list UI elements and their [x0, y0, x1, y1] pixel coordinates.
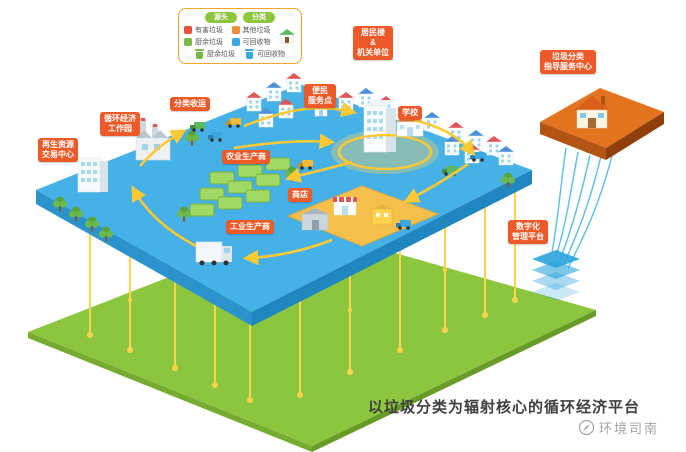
trash-bin-icon [195, 49, 204, 59]
label-guide-center: 垃圾分类 指导服务中心 [540, 50, 596, 74]
label-eco-park: 循环经济 工作园 [100, 112, 140, 136]
bin-label: 可回收物 [257, 51, 285, 59]
industrial-zone [286, 185, 440, 247]
category-label: 厨余垃圾 [195, 39, 223, 47]
eco-park-factory [135, 118, 171, 161]
legend-bin: 厨余垃圾 [195, 49, 235, 59]
legend-header: 源头 分类 [184, 12, 296, 24]
legend-pill-sort: 分类 [243, 12, 275, 24]
label-service-point: 便民 服务点 [304, 84, 336, 108]
warehouse-building [301, 208, 329, 231]
legend-item: 可回收物 [231, 37, 276, 47]
category-swatch [231, 38, 240, 47]
green-platform [28, 226, 596, 452]
legend-item: 其他垃圾 [231, 25, 276, 35]
brand-logo: 环境司南 [578, 418, 659, 437]
caption-title: 以垃圾分类为辐射核心的循环经济平台 [368, 399, 641, 416]
legend-bin: 可回收物 [245, 49, 285, 59]
label-school: 学校 [398, 106, 422, 120]
digital-stack-icon [532, 250, 580, 301]
brand-name: 环境司南 [599, 421, 660, 436]
bin-label: 厨余垃圾 [207, 51, 235, 59]
label-residential: 居民楼 & 机关单位 [353, 26, 393, 60]
label-trade-center: 再生资源 交易中心 [38, 138, 78, 162]
legend-item: 有害垃圾 [184, 25, 228, 35]
compass-icon [578, 419, 595, 436]
legend: 源头 分类 有害垃圾 其他垃圾 厨余垃圾 可回收物 [178, 8, 302, 65]
shop-building [333, 197, 357, 216]
label-industrial-producer: 工业生产商 [226, 220, 274, 234]
category-label: 可回收物 [242, 39, 271, 47]
label-agri-producer: 农业生产商 [222, 150, 270, 164]
trash-bin-icon [245, 49, 254, 59]
hub-ring [337, 133, 433, 171]
logistics-truck [195, 241, 232, 266]
category-swatch [184, 26, 192, 35]
service-center-house [574, 96, 610, 129]
label-shop: 商店 [288, 188, 312, 202]
category-swatch [184, 38, 192, 47]
category-swatch [231, 26, 240, 35]
legend-item: 厨余垃圾 [184, 37, 228, 47]
label-digital-platform: 数字化 管理平台 [508, 220, 548, 244]
label-collection: 分类收运 [170, 97, 210, 111]
farm-fields [189, 157, 291, 217]
trade-center-building [77, 157, 108, 193]
category-label: 有害垃圾 [195, 27, 223, 35]
legend-pill-source: 源头 [205, 12, 237, 24]
digital-cables [551, 147, 615, 269]
house-icon [279, 29, 295, 44]
factory-shed-building [371, 204, 393, 225]
category-label: 其他垃圾 [242, 27, 271, 35]
flow-arrows [131, 101, 476, 266]
central-hub-building [363, 100, 396, 153]
